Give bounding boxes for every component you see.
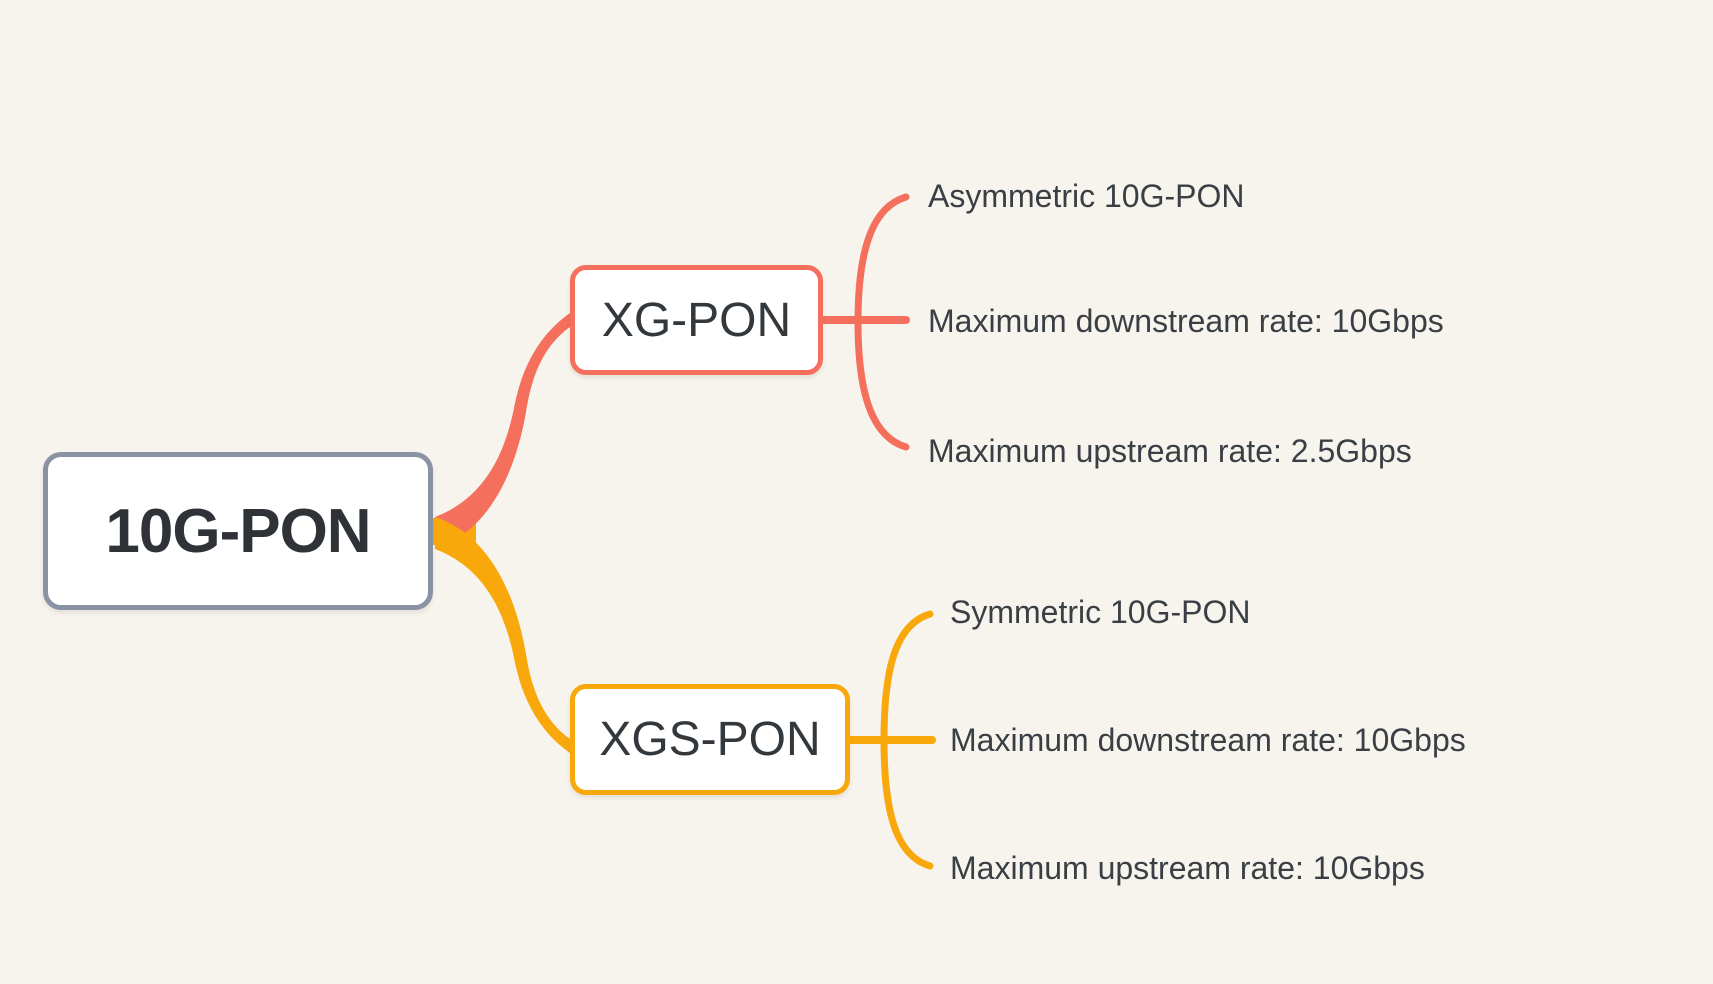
root-stub-connector — [430, 518, 476, 545]
leaf-xgs-max-upstream-rate[interactable]: Maximum upstream rate: 10Gbps — [950, 849, 1425, 886]
node-xgs-pon[interactable]: XGS-PON — [570, 684, 850, 795]
leaf-xgs-max-downstream-rate[interactable]: Maximum downstream rate: 10Gbps — [950, 721, 1466, 758]
leaf-xg-max-downstream-rate[interactable]: Maximum downstream rate: 10Gbps — [928, 302, 1444, 339]
node-root-10g-pon[interactable]: 10G-PON — [43, 452, 433, 610]
branch-curve-xgs-pon — [435, 517, 570, 753]
xgs-pon-leaf-bracket — [880, 610, 934, 870]
branch-curve-xg-pon — [435, 313, 570, 549]
xg-pon-leaf-bracket — [854, 193, 910, 451]
leaf-xg-max-upstream-rate[interactable]: Maximum upstream rate: 2.5Gbps — [928, 432, 1412, 469]
node-xg-pon[interactable]: XG-PON — [570, 265, 823, 375]
leaf-asymmetric-10g-pon[interactable]: Asymmetric 10G-PON — [928, 177, 1245, 214]
leaf-symmetric-10g-pon[interactable]: Symmetric 10G-PON — [950, 593, 1251, 630]
